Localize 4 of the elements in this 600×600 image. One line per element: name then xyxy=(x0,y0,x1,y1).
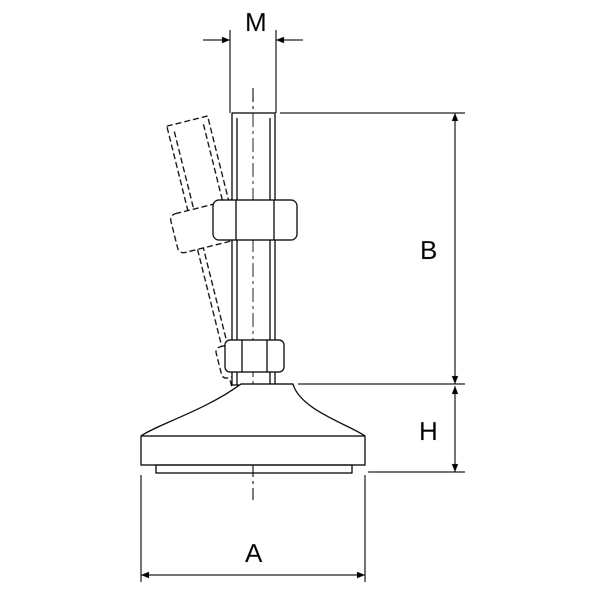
dimension-label: M xyxy=(245,9,267,35)
dimension-label: H xyxy=(419,418,438,444)
dimension-label: A xyxy=(245,540,262,566)
dimension-label: B xyxy=(420,237,438,263)
